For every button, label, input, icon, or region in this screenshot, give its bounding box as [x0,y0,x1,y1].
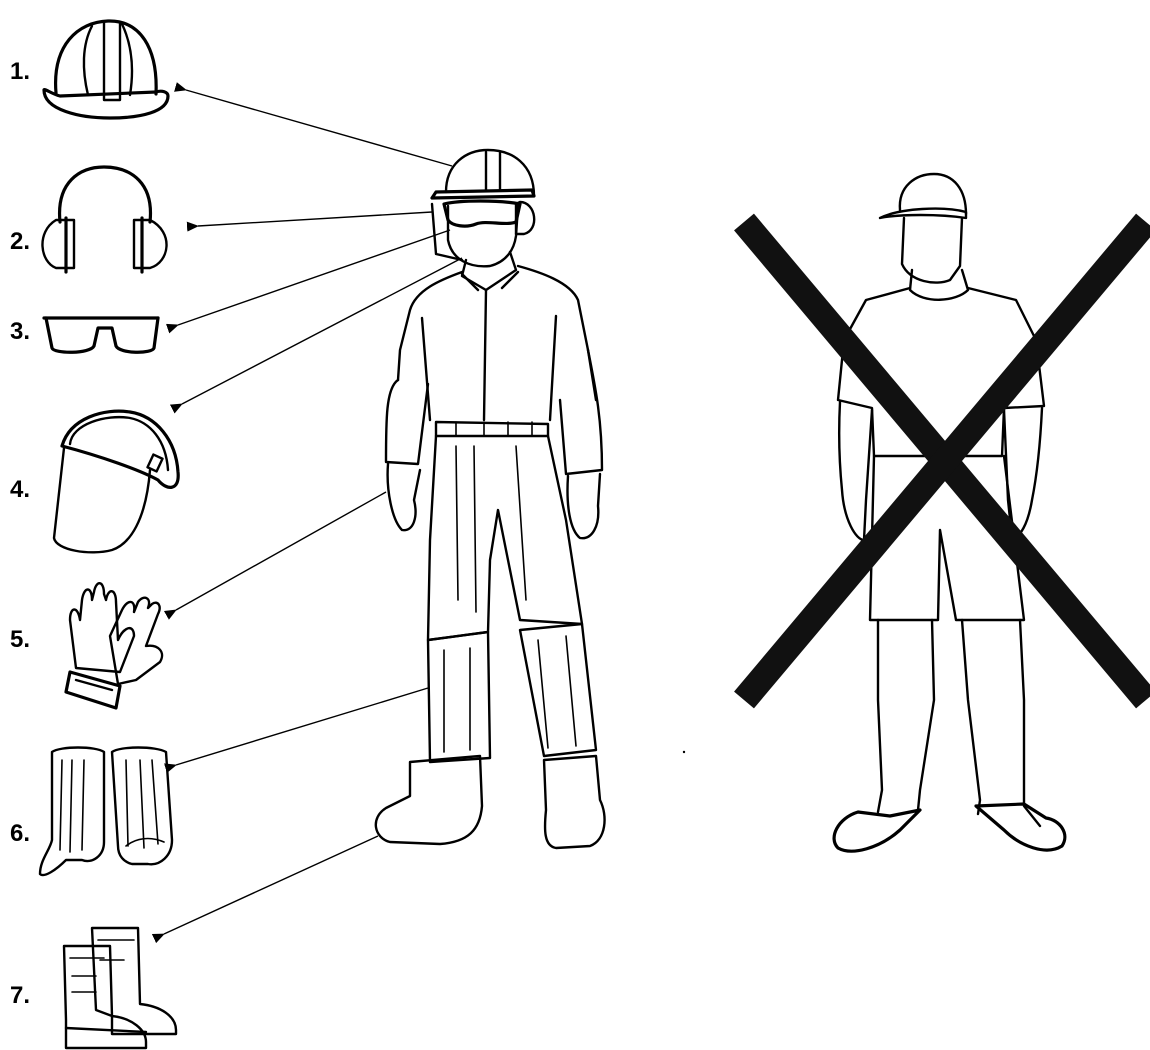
safety-glasses-icon [44,318,158,352]
stray-dot [683,751,685,753]
unprotected-worker-figure [834,174,1065,851]
arrow-ear-muffs [198,212,432,226]
arrow-face-shield [182,258,462,404]
ear-muffs-icon [42,167,166,272]
arrow-hard-hat [186,90,452,166]
gloves-icon [66,583,162,708]
prohibited-cross [744,222,1146,700]
protected-worker-figure [376,150,605,848]
safety-boots-icon [64,928,176,1048]
arrow-leg-guards [176,688,428,765]
leg-guards-icon [40,748,172,876]
arrow-boots [164,836,378,934]
hard-hat-icon [44,21,168,118]
arrow-gloves [176,492,386,610]
callout-arrows [164,90,462,934]
face-shield-icon [54,411,178,552]
